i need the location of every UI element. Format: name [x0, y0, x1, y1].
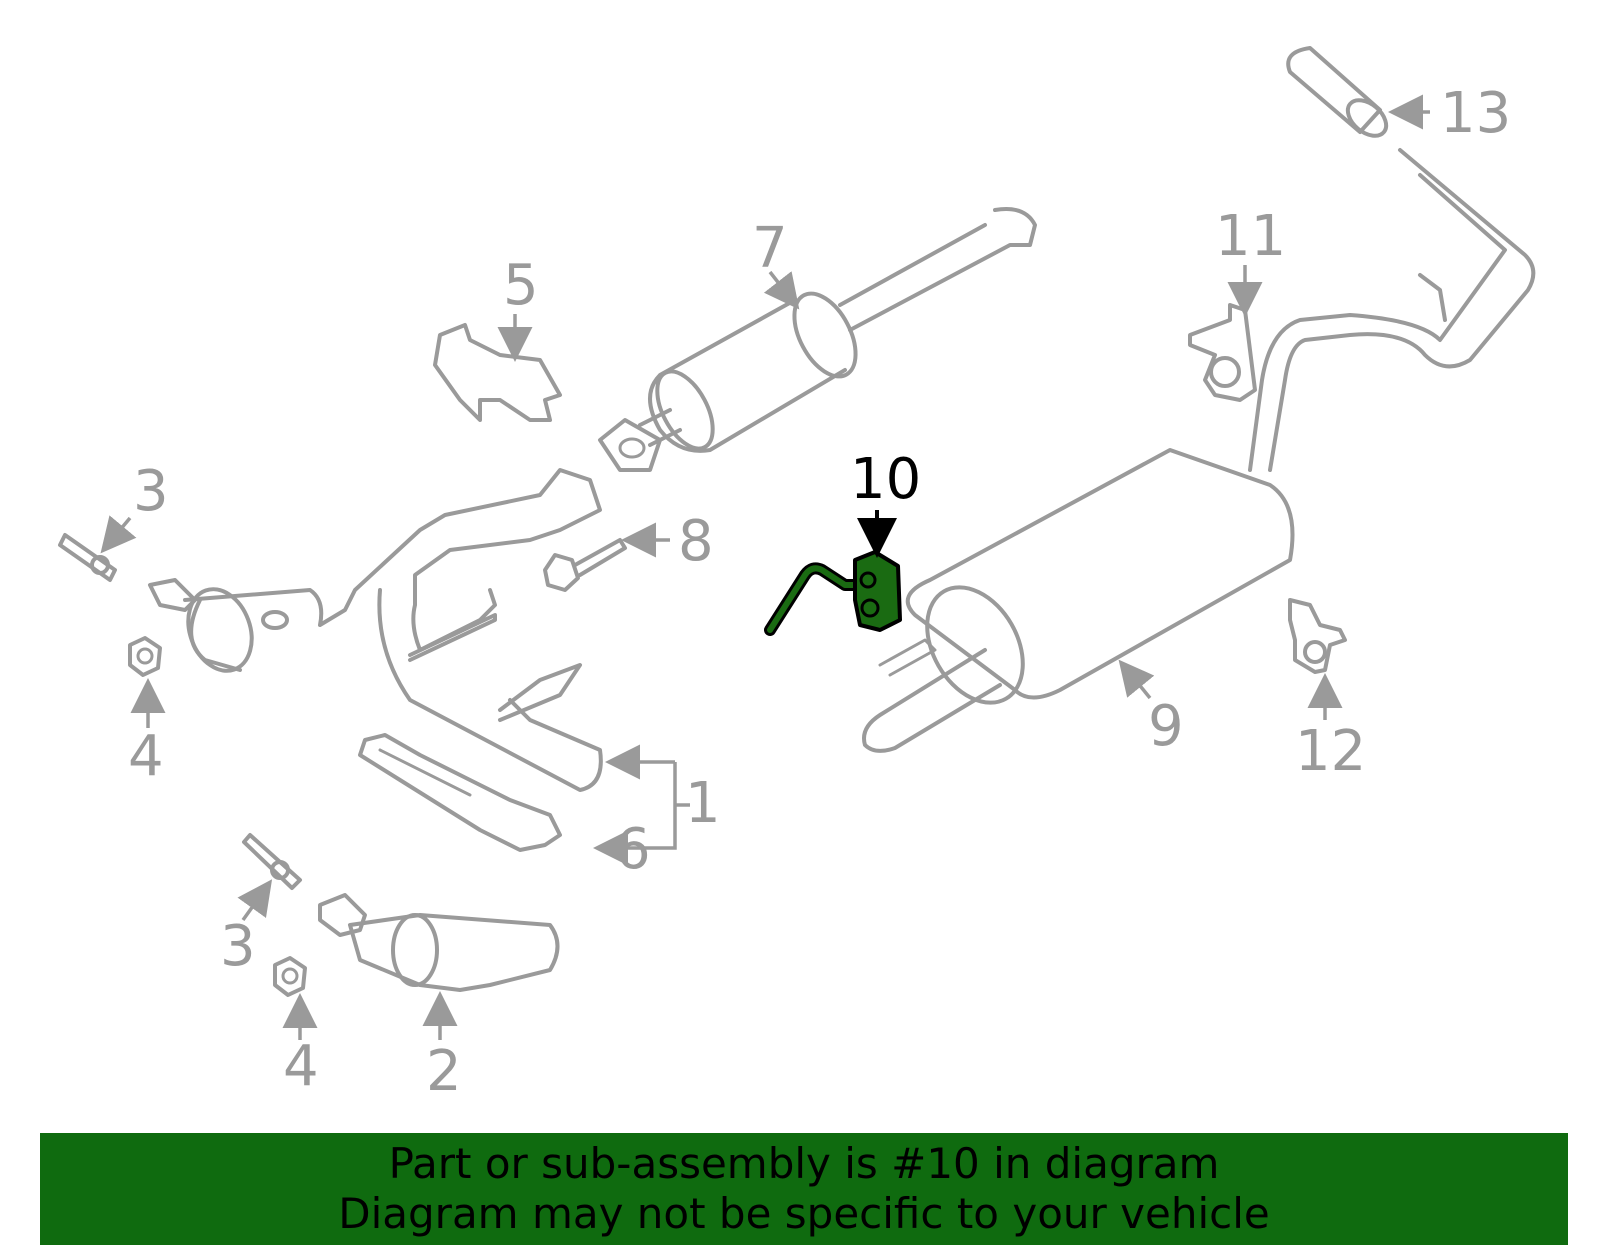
callout-leaders	[100, 94, 1430, 1040]
callout-13: 13	[1440, 81, 1511, 146]
hanger-part	[1288, 598, 1347, 674]
exhaust-hanger-insulator-part	[764, 550, 902, 636]
banner-line-part-number: Part or sub-assembly is #10 in diagram	[388, 1139, 1220, 1188]
lower-heat-shield-part	[358, 733, 562, 852]
y-pipe-part	[148, 468, 603, 792]
nut-lower-part	[273, 956, 307, 997]
callout-8: 8	[678, 509, 714, 574]
oxygen-sensor-upper-part	[58, 533, 117, 582]
callout-1: 1	[685, 771, 721, 836]
heat-shield-part	[433, 323, 562, 422]
catalytic-converter-part	[318, 893, 560, 992]
callout-11: 11	[1215, 204, 1286, 269]
callout-10: 10	[850, 447, 921, 512]
callout-4-lower: 4	[283, 1034, 319, 1099]
muffler-part	[862, 148, 1536, 753]
nut-upper-part	[128, 636, 162, 677]
callout-3-upper: 3	[133, 459, 169, 524]
callout-4-upper: 4	[128, 724, 164, 789]
hanger-bracket-part	[1188, 303, 1257, 402]
callout-9: 9	[1148, 694, 1184, 759]
callout-6: 6	[615, 817, 651, 882]
callout-3-lower: 3	[220, 914, 256, 979]
callout-5: 5	[503, 253, 539, 318]
resonator-part	[598, 207, 1037, 472]
bolt-part	[543, 538, 627, 592]
exhaust-tip-part	[1286, 46, 1389, 138]
callout-12: 12	[1295, 719, 1366, 784]
banner-line-disclaimer: Diagram may not be specific to your vehi…	[338, 1189, 1270, 1238]
info-banner: Part or sub-assembly is #10 in diagram D…	[40, 1133, 1568, 1245]
callout-2: 2	[426, 1039, 462, 1104]
callout-7: 7	[752, 216, 788, 281]
oxygen-sensor-lower-part	[242, 833, 302, 890]
